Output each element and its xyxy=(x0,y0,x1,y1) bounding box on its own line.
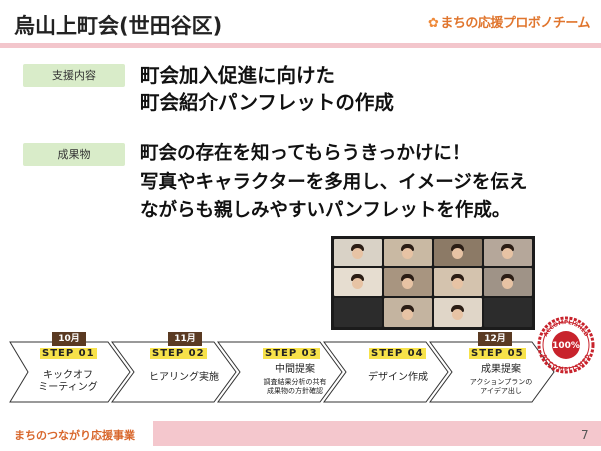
stamp-center-text: 100% xyxy=(552,341,580,351)
header-divider xyxy=(0,43,601,48)
person-face xyxy=(452,248,463,259)
step-label: STEP 04 xyxy=(369,348,426,359)
page-title: 烏山上町会(世田谷区) xyxy=(14,14,223,38)
photo-tile xyxy=(484,298,532,327)
step-text: 成果提案 xyxy=(466,364,536,376)
step-text: 中間提案 xyxy=(260,364,330,376)
person-hair xyxy=(351,244,364,251)
person-face xyxy=(452,309,463,320)
step-line: ミーティング xyxy=(38,382,98,393)
step-label: STEP 02 xyxy=(150,348,207,359)
support-content-text: 町会加入促進に向けた 町会紹介パンフレットの作成 xyxy=(140,62,394,116)
person-hair xyxy=(401,274,414,281)
step-label: STEP 01 xyxy=(40,348,97,359)
step-line: ヒアリング実施 xyxy=(149,372,219,383)
step-subline: アイデア出し xyxy=(480,387,522,395)
page-number: 7 xyxy=(581,428,589,442)
logo-text: まちの応援プロボノチーム xyxy=(440,16,591,31)
step-subtext: アクションプランの アイデア出し xyxy=(461,378,541,396)
meeting-photo xyxy=(331,236,535,330)
person-face xyxy=(352,248,363,259)
person-face xyxy=(502,278,513,289)
month-tag: 11月 xyxy=(168,332,202,346)
person-hair xyxy=(351,274,364,281)
deliverable-line: 写真やキャラクターを多用し、イメージを伝え xyxy=(140,171,528,193)
person-hair xyxy=(451,274,464,281)
accomplished-stamp: ACCOMPLISHED ACCOMPLISHED 100% xyxy=(537,316,595,374)
deliverable-text: 町会の存在を知ってもらうきっかけに！ 写真やキャラクターを多用し、イメージを伝え… xyxy=(140,140,527,226)
step-subline: アクションプランの xyxy=(469,378,533,386)
month-tag: 12月 xyxy=(478,332,512,346)
person-face xyxy=(402,248,413,259)
step-text: デザイン作成 xyxy=(360,372,436,384)
step-label: STEP 05 xyxy=(469,348,526,359)
person-hair xyxy=(501,274,514,281)
footer-bar xyxy=(153,421,601,446)
person-hair xyxy=(401,305,414,312)
deliverable-label: 成果物 xyxy=(23,143,125,166)
step-line: デザイン作成 xyxy=(368,372,428,383)
month-tag: 10月 xyxy=(52,332,86,346)
photo-tile xyxy=(334,298,382,327)
person-hair xyxy=(501,244,514,251)
step-line: 成果提案 xyxy=(481,364,521,375)
person-hair xyxy=(451,305,464,312)
step-text: ヒアリング実施 xyxy=(146,372,222,384)
person-face xyxy=(502,248,513,259)
step-subline: 成果物の方針確認 xyxy=(267,387,323,395)
support-content-label: 支援内容 xyxy=(23,64,125,87)
support-line: 町会紹介パンフレットの作成 xyxy=(140,91,394,114)
deliverable-line: ながらも親しみやすいパンフレットを作成。 xyxy=(140,200,511,221)
step-subline: 調査結果分析の共有 xyxy=(263,378,327,386)
step-line: 中間提案 xyxy=(275,364,315,375)
person-hair xyxy=(401,244,414,251)
person-hair xyxy=(451,244,464,251)
step-line: キックオフ xyxy=(43,370,93,381)
person-face xyxy=(352,278,363,289)
support-line: 町会加入促進に向けた xyxy=(140,64,336,87)
step-text: キックオフ ミーティング xyxy=(36,370,100,394)
footer-program-name: まちのつながり応援事業 xyxy=(14,429,135,442)
deliverable-line: 町会の存在を知ってもらうきっかけに！ xyxy=(140,143,471,164)
person-face xyxy=(402,278,413,289)
step-label: STEP 03 xyxy=(263,348,320,359)
flower-icon: ✿ xyxy=(428,16,439,31)
brand-logo: ✿まちの応援プロボノチーム xyxy=(428,12,591,31)
person-face xyxy=(402,309,413,320)
step-subtext: 調査結果分析の共有 成果物の方針確認 xyxy=(255,378,335,396)
person-face xyxy=(452,278,463,289)
